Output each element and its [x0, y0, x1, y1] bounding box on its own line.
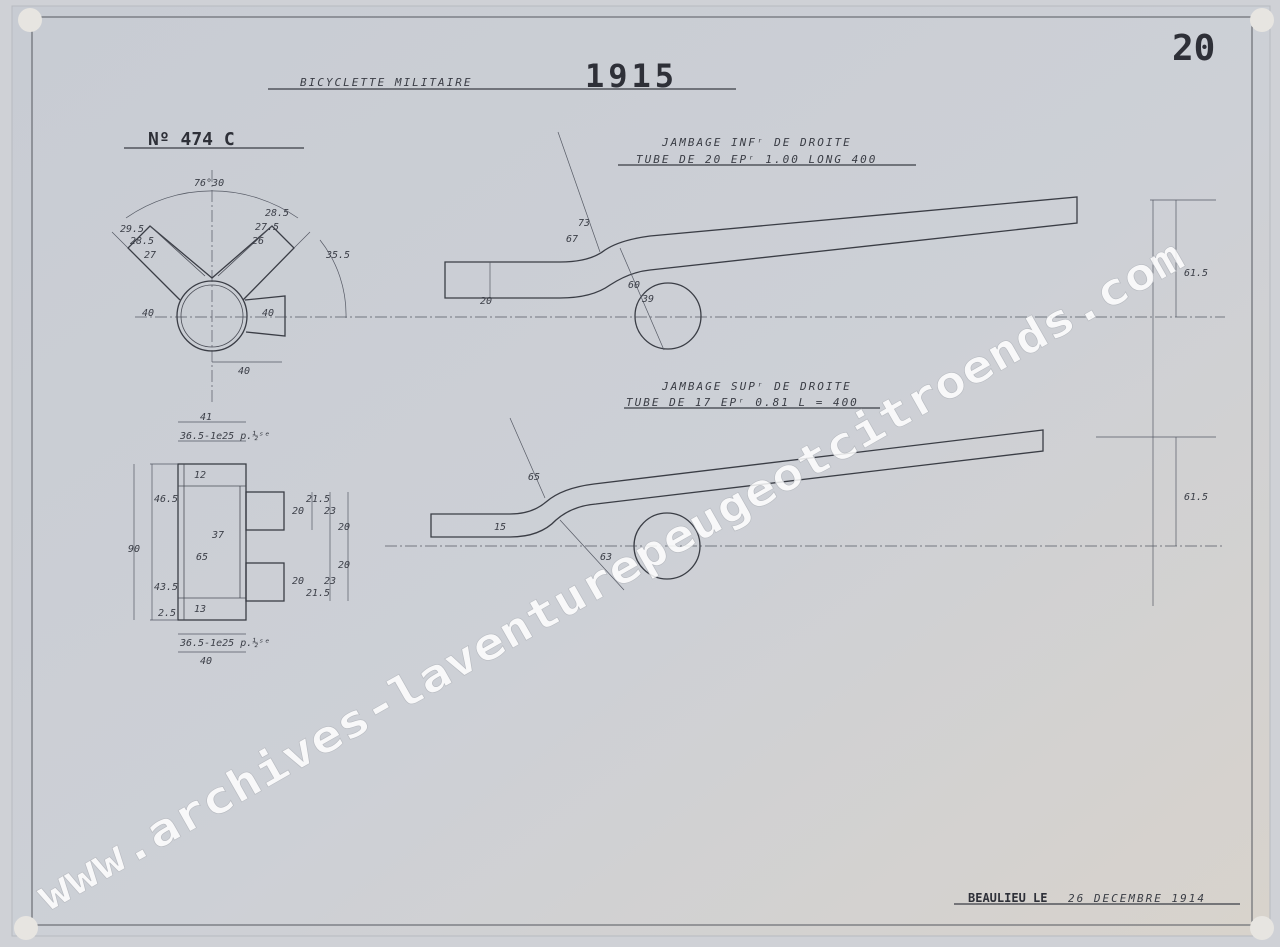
dim-65: 65: [196, 552, 208, 563]
pin-hole-left: [18, 8, 42, 32]
dim-43-5: 43.5: [154, 582, 178, 593]
dim-29-5-left: 29.5: [120, 224, 144, 235]
signature-date: 26 DECEMBRE 1914: [1068, 892, 1206, 905]
dim-28-5-right: 28.5: [265, 208, 289, 219]
upper-tube-label-1: JAMBAGE INFʳ DE DROITE: [661, 136, 852, 149]
dim-20-top-branch: 20: [292, 506, 304, 517]
dim-13: 13: [194, 604, 206, 615]
lower-tube-drawing: JAMBAGE SUPʳ DE DROITE TUBE DE 17 EPʳ 0.…: [430, 380, 1044, 591]
dim-40-right: 40: [262, 308, 274, 319]
dim-27-5-right: 27.5: [255, 222, 279, 233]
signature-place: BEAULIEU LE: [968, 891, 1047, 905]
dim-20-upper: 20: [480, 296, 492, 307]
pin-hole-right: [1250, 8, 1274, 32]
title-prefix: BICYCLETTE MILITAIRE: [300, 76, 472, 89]
dim-23-bottom-branch: 23: [324, 576, 336, 587]
title-year: 1915: [585, 57, 678, 95]
dim-21-5-top-branch: 21.5: [306, 494, 330, 505]
dim-60: 60: [628, 280, 640, 291]
dim-20-mid-1: 20: [338, 522, 350, 533]
dim-12: 12: [194, 470, 206, 481]
dim-15-lower: 15: [494, 522, 506, 533]
dim-40-bottom: 40: [238, 366, 250, 377]
dim-23-top-branch: 23: [324, 506, 336, 517]
dim-73: 73: [578, 218, 590, 229]
dim-63-lower: 63: [600, 552, 612, 563]
lower-tube-label-2: TUBE DE 17 EPʳ 0.81 L = 400: [626, 396, 859, 409]
dim-65-lower: 65: [528, 472, 540, 483]
upper-tube-label-2: TUBE DE 20 EPʳ 1.00 LONG 400: [636, 153, 877, 166]
dim-2-5: 2.5: [158, 608, 176, 619]
dim-27-left: 27: [144, 250, 156, 261]
page-number: 20: [1172, 28, 1215, 69]
dim-39: 39: [641, 294, 654, 305]
dim-67: 67: [566, 234, 578, 245]
dim-26-right: 26: [252, 236, 264, 247]
lower-tube-label-1: JAMBAGE SUPʳ DE DROITE: [661, 380, 852, 393]
y-joint-section-view: 41 36.5-1e25 p.½ˢᵉ 12 46.5 37 90 65 43.5…: [128, 412, 350, 667]
border-frame: [31, 16, 1253, 926]
dim-21-5-bottom-branch: 21.5: [306, 588, 330, 599]
dim-20-bottom-branch: 20: [292, 576, 304, 587]
dim-37: 37: [211, 530, 224, 541]
paper-background: [11, 5, 1271, 937]
dim-90: 90: [128, 544, 140, 555]
dim-61-5-upper: 61.5: [1184, 268, 1208, 279]
dim-40-left: 40: [142, 308, 154, 319]
angle-label: 76°30: [194, 178, 224, 189]
dim-36-5-top: 36.5-1e25 p.½ˢᵉ: [179, 430, 270, 442]
dim-28-5-left: 28.5: [130, 236, 154, 247]
part-number: Nº 474 C: [148, 129, 235, 150]
pin-hole-bottom-left: [14, 916, 38, 940]
right-dimensions: 61.5 61.5: [1096, 199, 1216, 606]
dim-46-5: 46.5: [154, 494, 178, 505]
dim-41: 41: [200, 412, 212, 423]
dim-40-bottom-width: 40: [200, 656, 212, 667]
dim-61-5-lower: 61.5: [1184, 492, 1208, 503]
dim-20-mid-2: 20: [338, 560, 350, 571]
y-joint-top-view: 76°30 29.5 28.5 27 28.5 27.5 26 40 40 40…: [111, 178, 350, 377]
pin-hole-bottom-right: [1250, 916, 1274, 940]
dim-35-5-arc: 35.5: [325, 250, 350, 261]
dim-36-5-bottom: 36.5-1e25 p.½ˢᵉ: [179, 637, 270, 649]
upper-tube-drawing: JAMBAGE INFʳ DE DROITE TUBE DE 20 EPʳ 1.…: [444, 131, 1078, 351]
